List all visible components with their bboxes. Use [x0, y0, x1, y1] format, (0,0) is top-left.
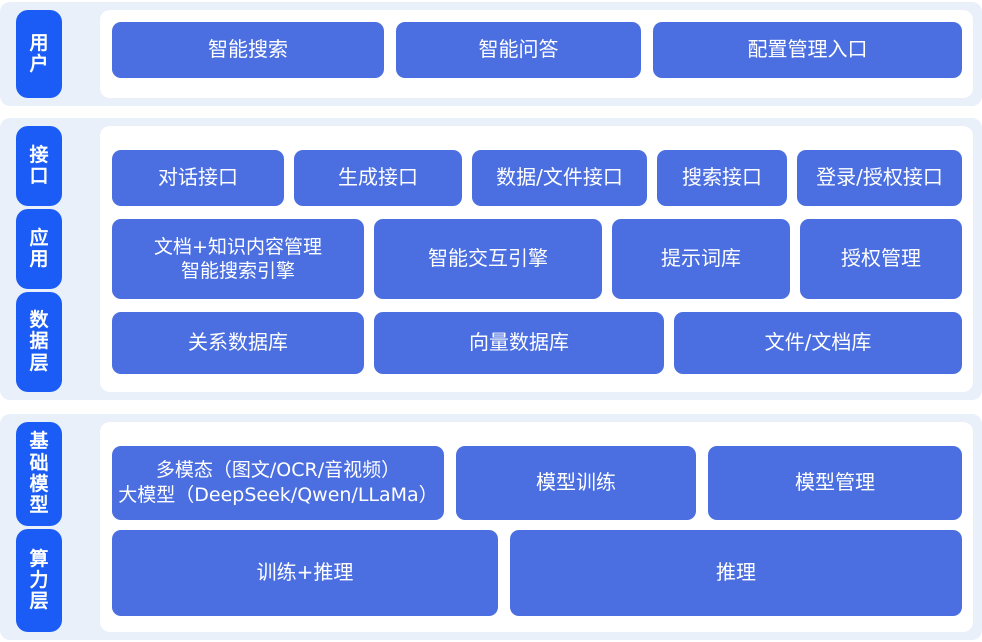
- node-vector-database[interactable]: 向量数据库: [374, 312, 664, 374]
- layer-tab-user[interactable]: 用户: [16, 10, 62, 98]
- node-inference[interactable]: 推理: [510, 530, 962, 616]
- node-document-knowledge-management[interactable]: 文档+知识内容管理 智能搜索引擎: [112, 219, 364, 299]
- layer-tab-foundation-model-label: 基础模型: [29, 430, 49, 517]
- node-smart-interaction-engine[interactable]: 智能交互引擎: [374, 219, 602, 299]
- layer-tab-foundation-model[interactable]: 基础模型: [16, 422, 62, 526]
- layer-tab-application-label: 应用: [29, 226, 49, 270]
- layer-tab-api[interactable]: 接口: [16, 126, 62, 206]
- node-authorization-management[interactable]: 授权管理: [800, 219, 962, 299]
- node-config-management-entry[interactable]: 配置管理入口: [653, 22, 962, 78]
- node-multimodal-large-model[interactable]: 多模态（图文/OCR/音视频） 大模型（DeepSeek/Qwen/LLaMa）: [112, 446, 444, 520]
- node-relational-database[interactable]: 关系数据库: [112, 312, 364, 374]
- node-search-api[interactable]: 搜索接口: [657, 150, 787, 206]
- layer-tab-compute-power-label: 算力层: [29, 547, 49, 613]
- node-model-management[interactable]: 模型管理: [708, 446, 962, 520]
- node-smart-qa[interactable]: 智能问答: [396, 22, 641, 78]
- node-model-training[interactable]: 模型训练: [456, 446, 696, 520]
- node-dialog-api[interactable]: 对话接口: [112, 150, 284, 206]
- layer-tab-application[interactable]: 应用: [16, 209, 62, 289]
- layer-tab-compute-power[interactable]: 算力层: [16, 529, 62, 632]
- layer-tab-data[interactable]: 数据层: [16, 292, 62, 392]
- node-smart-search[interactable]: 智能搜索: [112, 22, 384, 78]
- node-prompt-library[interactable]: 提示词库: [612, 219, 790, 299]
- node-data-file-api[interactable]: 数据/文件接口: [472, 150, 647, 206]
- node-training-and-inference[interactable]: 训练+推理: [112, 530, 498, 616]
- layer-tab-data-label: 数据层: [29, 309, 49, 374]
- node-generation-api[interactable]: 生成接口: [294, 150, 462, 206]
- layer-tab-user-label: 用户: [29, 31, 49, 75]
- node-login-auth-api[interactable]: 登录/授权接口: [797, 150, 962, 206]
- layer-tab-api-label: 接口: [29, 143, 49, 187]
- node-file-document-store[interactable]: 文件/文档库: [674, 312, 962, 374]
